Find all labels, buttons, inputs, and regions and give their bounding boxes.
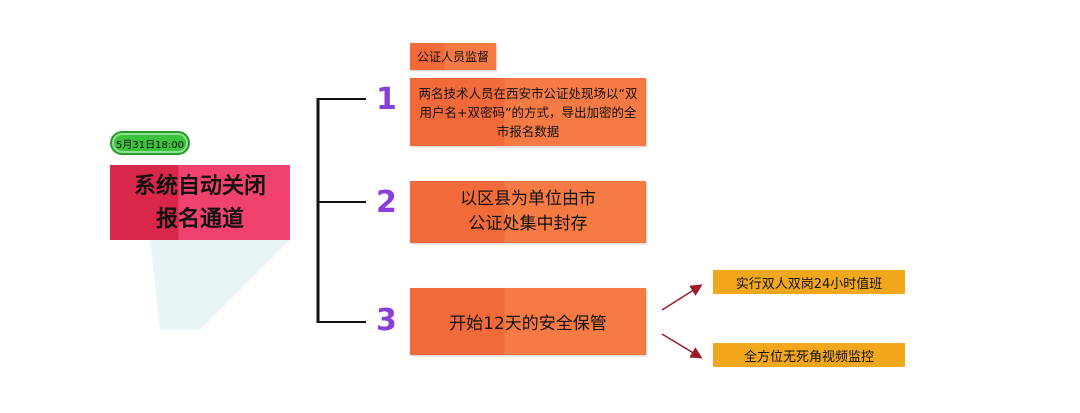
branch-number-3: 3 (376, 303, 397, 338)
branch-number-2: 2 (376, 185, 397, 220)
branch-3-box: 开始12天的安全保管 (410, 288, 646, 355)
sub-item-1: 实行双人双岗24小时值班 (713, 270, 905, 294)
title-line-1: 系统自动关闭 (133, 173, 266, 199)
branch-1-box: 两名技术人员在西安市公证处现场以“双用户名+双密码”的方式，导出加密的全市报名数… (410, 78, 646, 146)
title-box: 系统自动关闭 报名通道 (110, 165, 290, 240)
branch-number-1: 1 (376, 82, 397, 117)
sub-item-2: 全方位无死角视频监控 (713, 343, 905, 367)
branch-2-box: 以区县为单位由市公证处集中封存 (410, 181, 646, 243)
title-shadow (150, 240, 290, 330)
arrow-2 (661, 333, 703, 359)
time-badge: 5月31日18:00 (110, 131, 190, 155)
branch-1-label: 公证人员监督 (410, 43, 496, 70)
title-line-2: 报名通道 (155, 206, 244, 232)
arrow-1 (661, 284, 703, 311)
